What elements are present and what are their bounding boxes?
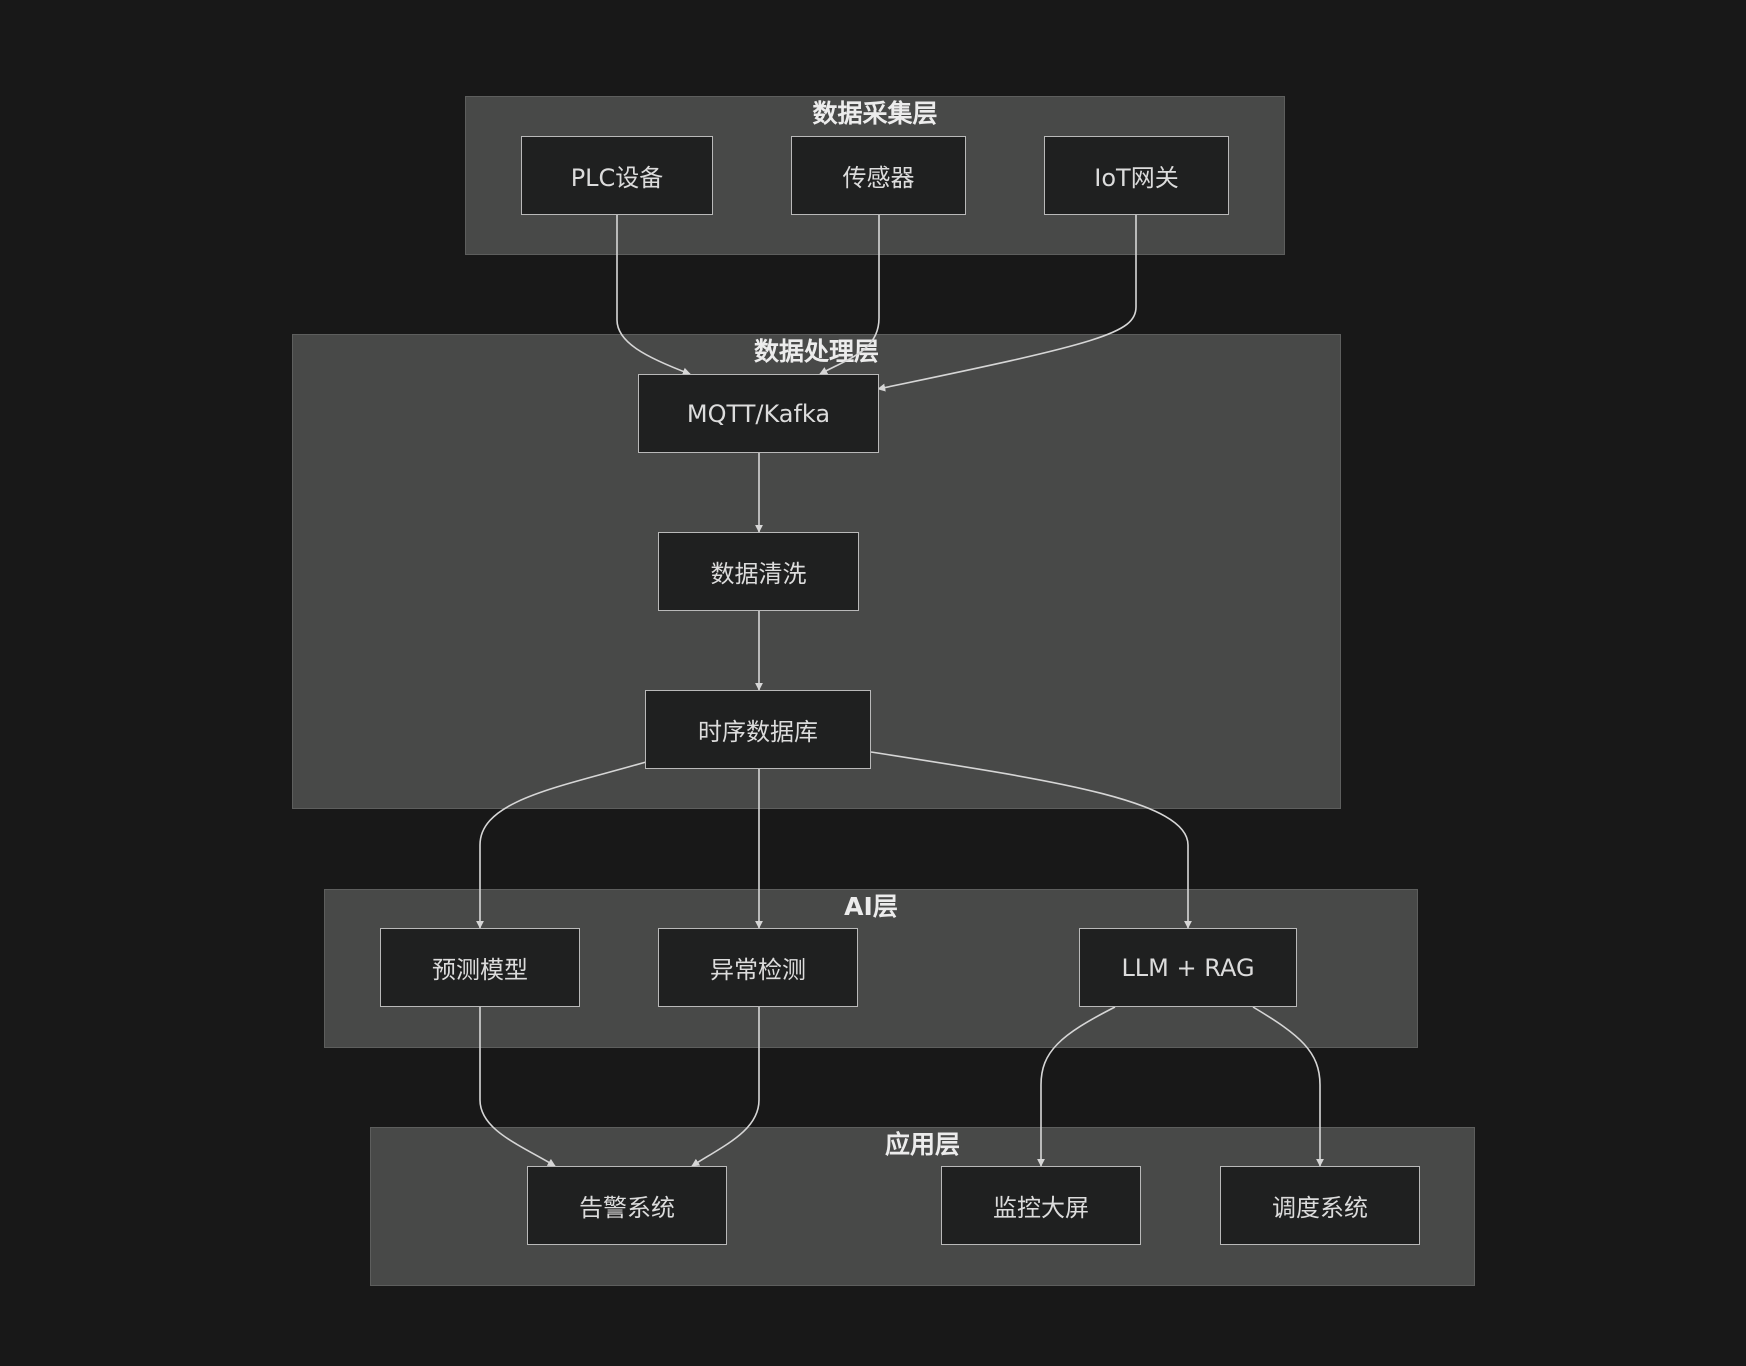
node-plc-device[interactable]: PLC设备: [521, 136, 713, 215]
layer-title-data-processing: 数据处理层: [753, 337, 879, 366]
node-timeseries-db[interactable]: 时序数据库: [645, 690, 871, 769]
node-data-cleaning[interactable]: 数据清洗: [658, 532, 859, 611]
layer-title-application: 应用层: [884, 1130, 960, 1159]
node-iot-gateway[interactable]: IoT网关: [1044, 136, 1229, 215]
node-alarm-system[interactable]: 告警系统: [527, 1166, 727, 1245]
node-anomaly-detection[interactable]: 异常检测: [658, 928, 858, 1007]
node-sensor[interactable]: 传感器: [791, 136, 966, 215]
layer-title-ai: AI层: [844, 892, 898, 921]
node-dispatch-system[interactable]: 调度系统: [1220, 1166, 1420, 1245]
layer-title-data-collection: 数据采集层: [812, 99, 938, 128]
node-mqtt-kafka[interactable]: MQTT/Kafka: [638, 374, 879, 453]
node-prediction-model[interactable]: 预测模型: [380, 928, 580, 1007]
node-monitoring-screen[interactable]: 监控大屏: [941, 1166, 1141, 1245]
node-llm-rag[interactable]: LLM + RAG: [1079, 928, 1297, 1007]
